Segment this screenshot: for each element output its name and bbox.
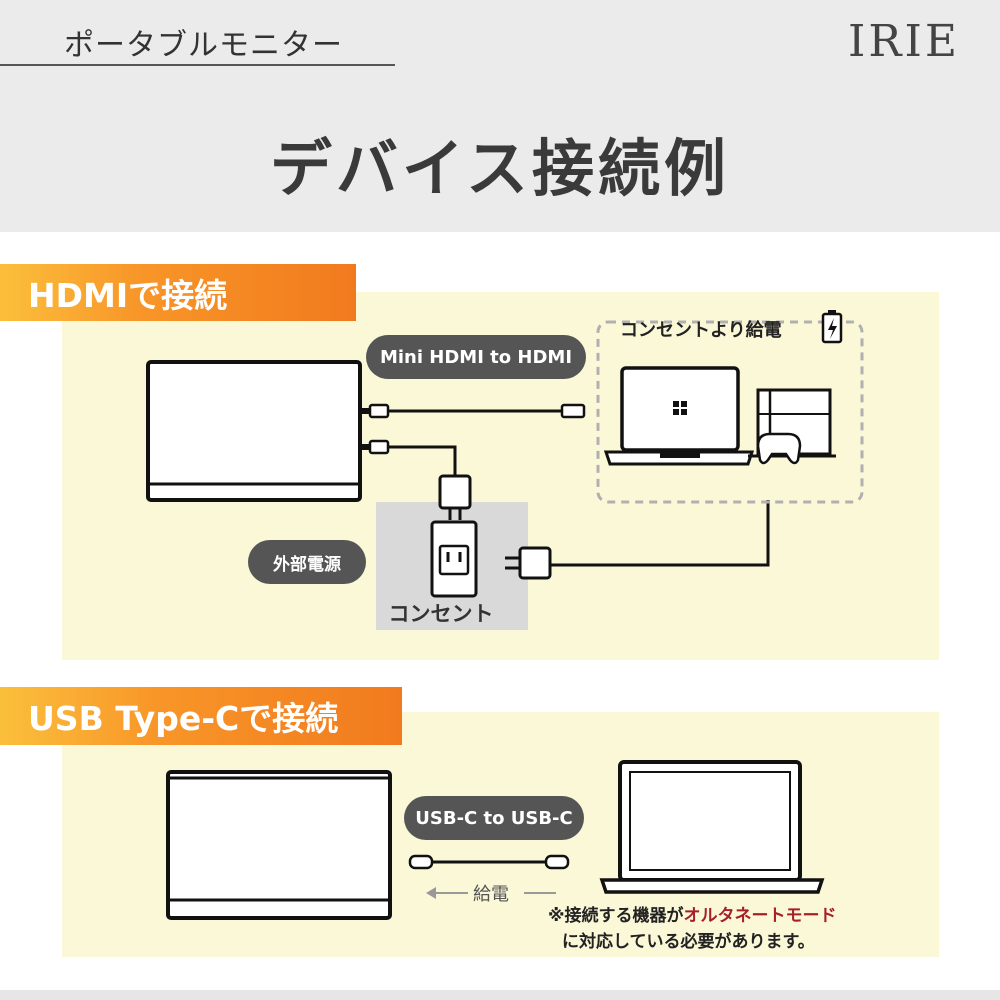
external-power-label: 外部電源 [248,540,366,584]
usbc-cable-label: USB-C to USB-C [404,796,584,840]
power-cable [362,439,472,520]
usbc-section-tab: USB Type-Cで接続 [0,687,402,745]
header-band [0,0,1000,232]
hdmi-connector-icon [560,403,586,419]
windows-logo-icon [673,401,687,415]
note-highlight: オルタネートモード [683,906,837,926]
category-label: ポータブルモニター [64,28,343,63]
hdmi-section-tab: HDMIで接続 [0,264,356,321]
controller-icon [756,432,802,465]
feed-label: 給電 [473,884,509,905]
wall-outlet-icon [430,520,478,598]
usb-c-connector-icon [408,854,434,870]
alt-mode-note: ※接続する機器がオルタネートモードに対応している必要があります。 [548,903,878,955]
laptop-power-plug [505,500,770,580]
supply-group-box [596,320,864,504]
bottom-band [0,990,1000,1000]
hdmi-cable [362,403,586,419]
brand-logo: IRIE [848,16,961,67]
outlet-label: コンセント [388,602,494,626]
hdmi-cable-label: Mini HDMI to HDMI [366,335,586,379]
power-plug-icon [438,474,472,520]
page-title: デバイス接続例 [269,132,731,205]
battery-charging-icon [821,310,843,344]
monitor-icon [146,360,362,502]
note-line2: に対応している必要があります。 [562,932,815,952]
category-underline [0,64,395,66]
note-prefix: ※接続する機器が [548,906,684,926]
arrow-left-icon [426,887,556,899]
laptop-icon [603,366,755,466]
supply-label: コンセントより給電 [620,320,782,341]
monitor-icon-usbc [166,770,392,920]
usbc-cable [408,854,570,870]
laptop-icon-usbc [599,760,825,894]
